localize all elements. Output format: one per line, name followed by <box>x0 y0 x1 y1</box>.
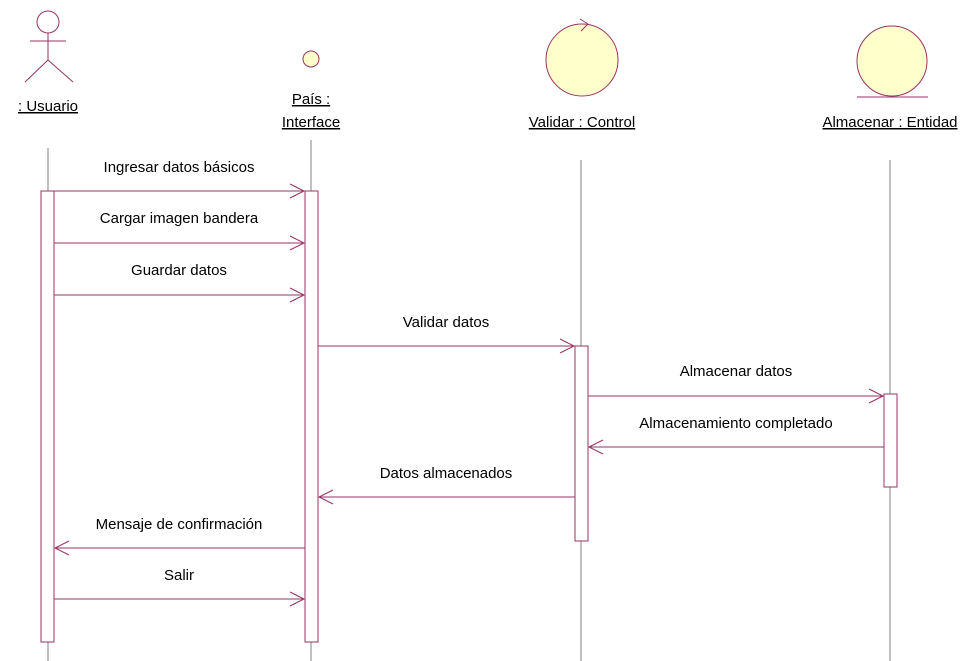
activation-almacenar <box>883 393 898 488</box>
message-1: Ingresar datos básicos <box>54 159 306 199</box>
message-2: Cargar imagen bandera <box>54 210 306 251</box>
message-label: Ingresar datos básicos <box>104 159 255 176</box>
message-label: Guardar datos <box>131 262 227 279</box>
participant-label-pais-line1: País : <box>292 91 330 108</box>
interface-icon <box>302 50 320 68</box>
activation-usuario <box>40 190 55 643</box>
message-9: Salir <box>54 567 306 607</box>
actor-leg-left <box>24 59 49 83</box>
message-5: Almacenar datos <box>588 363 885 404</box>
message-label: Almacenamiento completado <box>639 415 832 432</box>
actor-head <box>36 10 60 34</box>
control-icon <box>545 18 619 97</box>
message-label: Salir <box>164 567 194 584</box>
message-label: Datos almacenados <box>380 465 513 482</box>
message-8: Mensaje de confirmación <box>53 516 305 556</box>
activation-pais <box>304 190 319 643</box>
actor-leg-right <box>47 59 74 83</box>
message-3: Guardar datos <box>54 262 306 303</box>
participant-label-validar: Validar : Control <box>529 114 635 131</box>
participant-label-pais-line2: Interface <box>282 114 340 131</box>
message-6: Almacenamiento completado <box>587 415 884 455</box>
message-label: Cargar imagen bandera <box>100 210 259 227</box>
message-label: Mensaje de confirmación <box>96 516 263 533</box>
participant-label-usuario: : Usuario <box>18 98 78 115</box>
message-label: Almacenar datos <box>680 363 793 380</box>
activation-validar <box>574 345 589 542</box>
message-4: Validar datos <box>318 314 576 354</box>
entity-icon <box>856 25 928 98</box>
message-label: Validar datos <box>403 314 489 331</box>
participant-label-almacenar: Almacenar : Entidad <box>822 114 957 131</box>
actor-usuario <box>24 10 74 83</box>
message-7: Datos almacenados <box>317 465 575 505</box>
